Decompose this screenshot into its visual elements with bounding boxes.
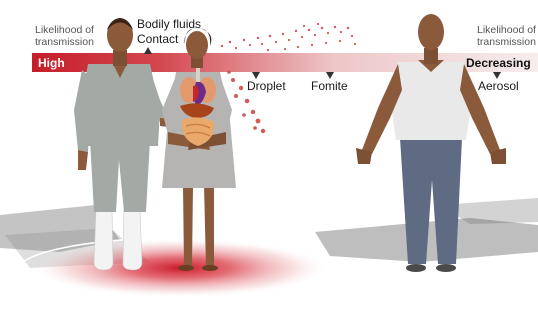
left-caption-line-2: transmission bbox=[35, 36, 94, 48]
bodily-fluids-label: Bodily fluids bbox=[137, 17, 201, 31]
droplet-tick bbox=[252, 72, 260, 79]
left-likelihood-caption: Likelihood of transmission bbox=[35, 24, 94, 48]
contact-label: Contact bbox=[137, 32, 178, 46]
aerosol-label: Aerosol bbox=[478, 79, 519, 93]
aerosol-particles bbox=[221, 23, 356, 51]
distance-label: ~1m bbox=[346, 265, 368, 277]
contact-tick bbox=[144, 47, 152, 54]
left-caption-line-1: Likelihood of bbox=[35, 24, 94, 36]
decreasing-label: Decreasing bbox=[466, 56, 531, 70]
right-caption-line-1: Likelihood of bbox=[477, 24, 538, 36]
aerosol-tick bbox=[493, 72, 501, 79]
droplet-label: Droplet bbox=[247, 79, 286, 93]
fomite-label: Fomite bbox=[311, 79, 348, 93]
right-likelihood-caption: Likelihood of transmission bbox=[477, 24, 538, 48]
right-caption-line-2: transmission bbox=[477, 36, 538, 48]
fomite-tick bbox=[326, 72, 334, 79]
high-label: High bbox=[38, 56, 65, 70]
